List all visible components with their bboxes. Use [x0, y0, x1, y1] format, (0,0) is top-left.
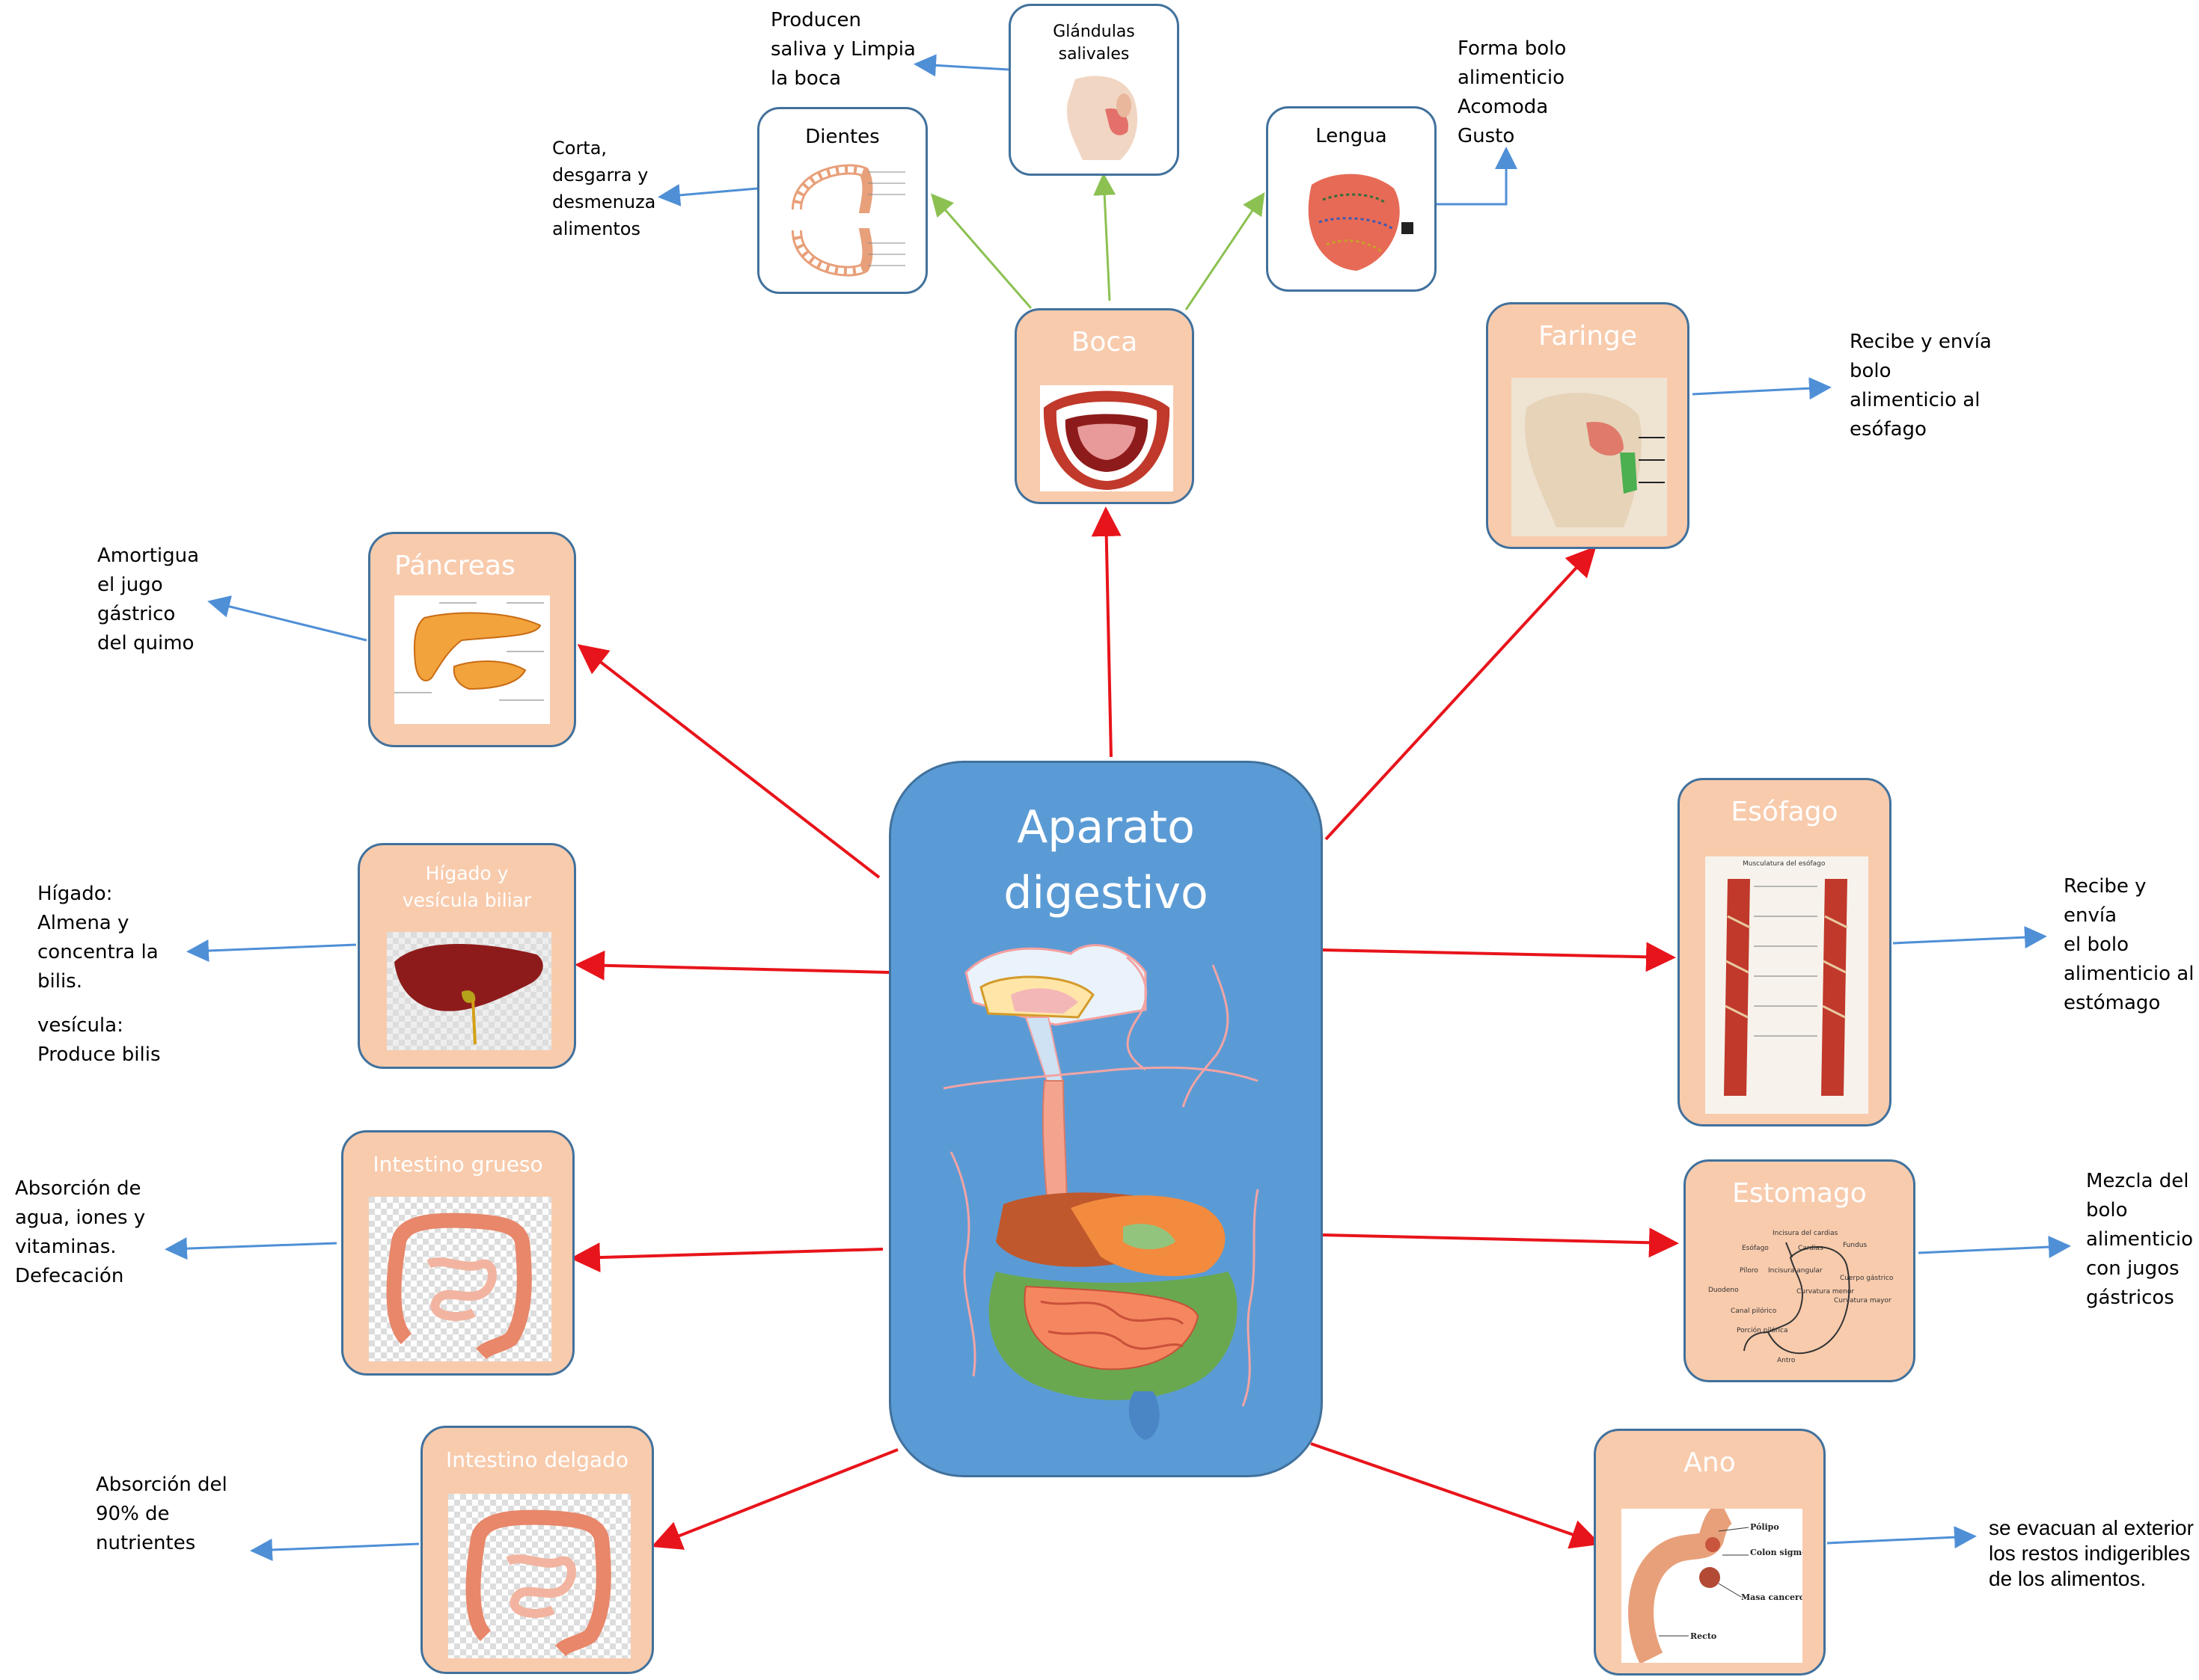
center-node: Aparato digestivo	[889, 761, 1323, 1477]
note-dientes: Corta, desgarra y desmenuza alimentos	[552, 135, 655, 242]
node-estomago-title: Estomago	[1686, 1178, 1913, 1210]
node-pancreas: Páncreas	[368, 532, 576, 747]
stomach-label: Curvatura menor	[1796, 1288, 1854, 1296]
pancreas-image	[394, 595, 550, 724]
note-glandulas: Producen saliva y Limpia la boca	[771, 6, 916, 93]
node-intestino-delgado: Intestino delgado	[420, 1426, 654, 1674]
stomach-label: Fundus	[1843, 1242, 1868, 1249]
anus-label: Pólipo	[1750, 1522, 1779, 1532]
small-intestine-image	[448, 1494, 631, 1658]
stomach-label: Esófago	[1742, 1244, 1769, 1252]
stomach-label: Incisura del cardias	[1773, 1230, 1838, 1237]
arrow-higado	[581, 965, 889, 972]
note-lengua: Forma bolo alimenticio Acomoda Gusto	[1458, 34, 1566, 151]
salivary-glands-image	[1053, 72, 1157, 160]
note-ano: se evacuan al exterior los restos indige…	[1989, 1515, 2194, 1592]
stomach-label: Cuerpo gástrico	[1840, 1275, 1894, 1282]
arrow-dientes	[934, 197, 1031, 308]
node-dientes: Dientes	[757, 107, 928, 294]
arrow-ano	[1311, 1444, 1595, 1542]
note-higado-1: Hígado: Almena y concentra la bilis.	[37, 880, 159, 996]
node-higado: Hígado y vesícula biliar	[358, 843, 576, 1069]
node-faringe-title: Faringe	[1488, 321, 1687, 352]
tongue-image	[1289, 155, 1418, 280]
liver-image	[387, 932, 551, 1050]
node-boca-title: Boca	[1017, 327, 1192, 358]
arrow-lengua	[1186, 196, 1262, 310]
node-estomago: Estomago Incisura del cardias Fundus Esó…	[1683, 1159, 1915, 1382]
arrow-intestino-grueso	[576, 1249, 883, 1258]
node-faringe: Faringe	[1486, 302, 1689, 549]
arrow-esofago	[1323, 950, 1670, 957]
node-intestino-grueso-title: Intestino grueso	[343, 1149, 572, 1180]
esophagus-image-caption: Musculatura del esófago	[1743, 859, 1826, 868]
node-lengua: Lengua	[1266, 106, 1437, 292]
node-esofago: Esófago Musculatura del esófago	[1677, 778, 1891, 1126]
arrow-estomago	[1323, 1235, 1673, 1243]
note-intestino-grueso: Absorción de agua, iones y vitaminas. De…	[15, 1174, 145, 1291]
node-glandulas: Glándulas salivales	[1009, 4, 1179, 176]
large-intestine-image	[369, 1197, 551, 1361]
node-boca: Boca	[1015, 308, 1194, 504]
node-glandulas-title: Glándulas salivales	[1011, 21, 1177, 66]
note-pancreas: Amortigua el jugo gástrico del quimo	[97, 542, 199, 658]
stomach-label: Duodeno	[1708, 1287, 1739, 1294]
node-ano-title: Ano	[1596, 1447, 1823, 1479]
arrow-glandulas	[1104, 177, 1110, 301]
stomach-image: Incisura del cardias Fundus Esófago Card…	[1708, 1227, 1895, 1370]
stomach-label: Curvatura mayor	[1834, 1297, 1891, 1305]
mouth-image	[1040, 385, 1173, 491]
node-esofago-title: Esófago	[1680, 797, 1889, 828]
node-dientes-title: Dientes	[759, 124, 926, 150]
arrow-boca	[1106, 512, 1111, 757]
note-esofago: Recibe y envía el bolo alimenticio al es…	[2064, 872, 2199, 1018]
anus-label: Colon sigmoide	[1750, 1548, 1802, 1557]
pharynx-image	[1511, 378, 1667, 536]
teeth-image	[782, 157, 908, 283]
node-lengua-title: Lengua	[1268, 123, 1434, 149]
arrow-pancreas	[582, 648, 879, 877]
node-ano: Ano Pólipo Colon sigmoide Masa cancerosa…	[1594, 1429, 1826, 1676]
node-intestino-delgado-title: Intestino delgado	[423, 1444, 652, 1476]
stomach-label: Canal pilórico	[1731, 1307, 1777, 1315]
esophagus-image: Musculatura del esófago	[1705, 856, 1868, 1114]
note-intestino-delgado: Absorción del 90% de nutrientes	[96, 1471, 227, 1558]
note-higado-2: vesícula: Produce bilis	[37, 1011, 161, 1070]
arrow-faringe	[1326, 551, 1592, 839]
center-title: Aparato digestivo	[891, 794, 1321, 926]
node-pancreas-title: Páncreas	[370, 551, 574, 582]
stomach-label: Píloro	[1740, 1267, 1758, 1275]
anus-label: Recto	[1690, 1631, 1716, 1641]
stomach-label: Incisura angular	[1768, 1267, 1823, 1275]
stomach-label: Cardias	[1798, 1245, 1823, 1252]
stomach-label: Antro	[1777, 1357, 1796, 1364]
node-higado-title: Hígado y vesícula biliar	[360, 860, 574, 914]
note-estomago: Mezcla del bolo alimenticio con jugos gá…	[2086, 1167, 2193, 1313]
anus-label: Masa cancerosa	[1741, 1592, 1802, 1602]
arrow-intestino-delgado	[657, 1450, 898, 1545]
note-faringe: Recibe y envía bolo alimenticio al esófa…	[1850, 328, 1992, 444]
stomach-label: Porción pilórica	[1737, 1326, 1788, 1334]
node-intestino-grueso: Intestino grueso	[341, 1130, 575, 1376]
digestive-system-illustration	[921, 942, 1295, 1451]
anus-image: Pólipo Colon sigmoide Masa cancerosa Rec…	[1621, 1509, 1802, 1663]
